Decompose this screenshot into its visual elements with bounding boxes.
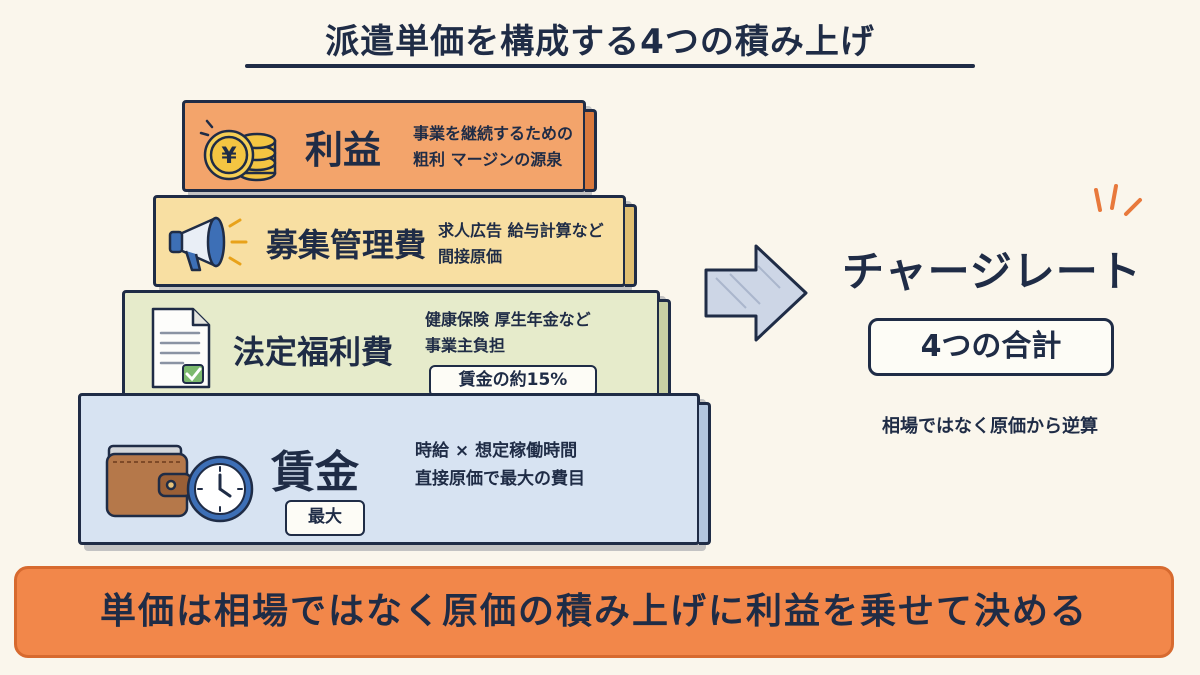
right-arrow-icon — [704, 244, 808, 342]
reverse-calc-note: 相場ではなく原価から逆算 — [882, 416, 1098, 437]
tier-desc-line: 粗利 マージンの源泉 — [413, 150, 563, 169]
document-check-icon — [151, 307, 211, 389]
yen-coins-icon: ¥ — [199, 119, 277, 182]
tier-side — [625, 204, 637, 287]
wallet-icon — [105, 444, 193, 518]
tier-heading: 募集管理費 — [266, 226, 427, 264]
charge-rate-heading: チャージレート — [842, 247, 1142, 296]
title-underline — [245, 64, 975, 68]
conclusion-banner: 単価は相場ではなく原価の積み上げに利益を乗せて決める — [14, 566, 1174, 658]
emphasis-lines-icon — [1094, 184, 1142, 216]
page-title: 派遣単価を構成する4つの積み上げ — [325, 22, 875, 62]
tier-desc-line: 求人広告 給与計算など — [438, 221, 604, 240]
tier-profit: ¥ 利益 事業を継続するための 粗利 マージンの源泉 — [182, 100, 597, 192]
megaphone-icon — [168, 216, 248, 272]
clock-icon — [186, 455, 254, 523]
tier-desc-line: 事業を継続するための — [413, 124, 574, 143]
tier-recruitment-admin: 募集管理費 求人広告 給与計算など 間接原価 — [153, 195, 637, 287]
tier-wage: 賃金 最大 時給 × 想定稼働時間 直接原価で最大の費目 — [78, 393, 711, 545]
tier-side — [659, 299, 671, 405]
tier-desc-line: 間接原価 — [438, 247, 503, 266]
tier-statutory-welfare: 法定福利費 健康保険 厚生年金など 事業主負担 賃金の約15% — [122, 290, 671, 405]
tier-desc-line: 直接原価で最大の費目 — [415, 469, 585, 489]
wage-ratio-badge: 賃金の約15% — [429, 365, 597, 397]
tier-heading: 賃金 — [271, 447, 359, 498]
tier-heading: 利益 — [305, 128, 382, 172]
tier-side — [699, 402, 711, 545]
svg-text:¥: ¥ — [221, 144, 237, 169]
tier-desc-line: 健康保険 厚生年金など — [425, 310, 591, 329]
tier-side — [585, 109, 597, 192]
largest-badge: 最大 — [285, 500, 365, 536]
tier-desc-line: 時給 × 想定稼働時間 — [415, 441, 578, 461]
sum-of-four-box: 4つの合計 — [868, 318, 1114, 376]
tier-desc-line: 事業主負担 — [425, 336, 506, 355]
tier-heading: 法定福利費 — [233, 333, 394, 371]
